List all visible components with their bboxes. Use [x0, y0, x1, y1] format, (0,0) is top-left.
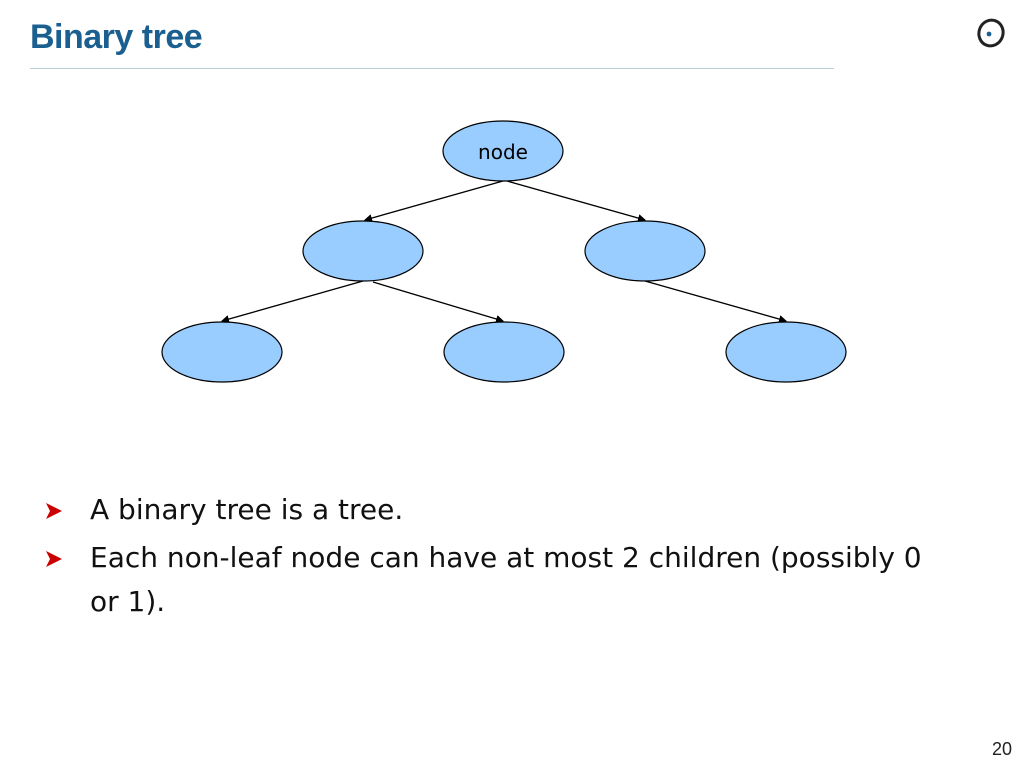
edge-root-left: [364, 180, 504, 222]
root-node-label: node: [478, 140, 528, 164]
edge-left-midleaf: [372, 281, 504, 323]
bullet-text: A binary tree is a tree.: [90, 493, 404, 526]
arrowhead-bullet-icon: [46, 551, 62, 567]
left-left-leaf-node: [161, 321, 283, 383]
right-right-leaf-node: [725, 321, 847, 383]
bullet-item: Each non-leaf node can have at most 2 ch…: [44, 536, 924, 624]
eiffel-logo-icon: [977, 18, 1005, 48]
edge-root-right: [506, 180, 646, 222]
bullet-item: A binary tree is a tree.: [44, 488, 924, 532]
bullet-text: Each non-leaf node can have at most 2 ch…: [90, 541, 922, 618]
arrowhead-bullet-icon: [46, 503, 62, 519]
root-node: [442, 120, 564, 182]
right-child-node: [584, 220, 706, 282]
slide-title: Binary tree: [30, 18, 203, 56]
title-divider: [30, 68, 834, 69]
left-child-node: [302, 220, 424, 282]
bullet-list: A binary tree is a tree. Each non-leaf n…: [44, 488, 924, 628]
edge-left-leftleaf: [221, 280, 364, 323]
left-right-leaf-node: [443, 321, 565, 383]
edge-right-rightleaf: [644, 280, 787, 323]
page-number: 20: [991, 739, 1012, 759]
